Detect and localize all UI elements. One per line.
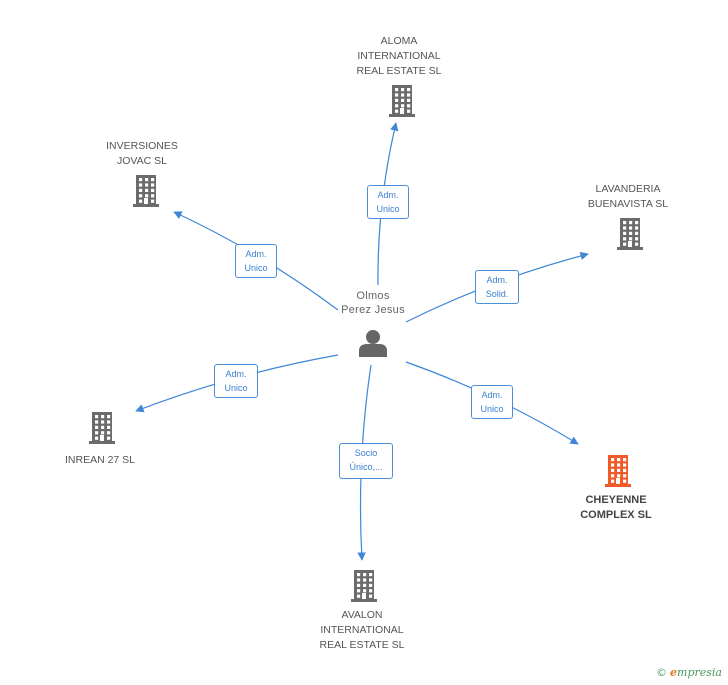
company-label-aloma[interactable]: ALOMA INTERNATIONAL REAL ESTATE SL <box>356 35 442 77</box>
building-icon-lavanderia[interactable] <box>617 218 643 250</box>
empresia-footer[interactable]: ©empresia <box>656 666 722 679</box>
building-icon-avalon[interactable] <box>351 570 377 602</box>
company-label-inrean[interactable]: INREAN 27 SL <box>64 454 136 466</box>
edge-label-inrean[interactable]: Adm. Unico <box>214 364 258 398</box>
edge-label-cheyenne[interactable]: Adm. Unico <box>471 385 513 419</box>
brand-initial: e <box>670 666 678 679</box>
copyright-symbol: © <box>656 666 668 679</box>
edge-label-lavanderia[interactable]: Adm. Solid. <box>475 270 519 304</box>
edge-label-avalon[interactable]: Socio Único,... <box>339 443 393 479</box>
edge-label-inversiones[interactable]: Adm. Unico <box>235 244 277 278</box>
edges-layer <box>135 122 589 561</box>
company-label-cheyenne[interactable]: CHEYENNE COMPLEX SL <box>580 494 652 521</box>
building-icon-inversiones[interactable] <box>133 175 159 207</box>
building-icon-cheyenne[interactable] <box>605 455 631 487</box>
building-icon-aloma[interactable] <box>389 85 415 117</box>
brand-name: mpresia <box>677 666 722 679</box>
person-icon[interactable] <box>359 330 387 357</box>
building-icon-inrean[interactable] <box>89 412 115 444</box>
edge-label-aloma[interactable]: Adm. Unico <box>367 185 409 219</box>
company-label-avalon[interactable]: AVALON INTERNATIONAL REAL ESTATE SL <box>319 609 405 651</box>
icons-layer <box>89 85 643 602</box>
company-label-lavanderia[interactable]: LAVANDERIA BUENAVISTA SL <box>587 183 669 210</box>
company-label-inversiones[interactable]: INVERSIONES JOVAC SL <box>106 140 178 167</box>
center-person-label[interactable]: Olmos Perez Jesus <box>341 290 405 316</box>
